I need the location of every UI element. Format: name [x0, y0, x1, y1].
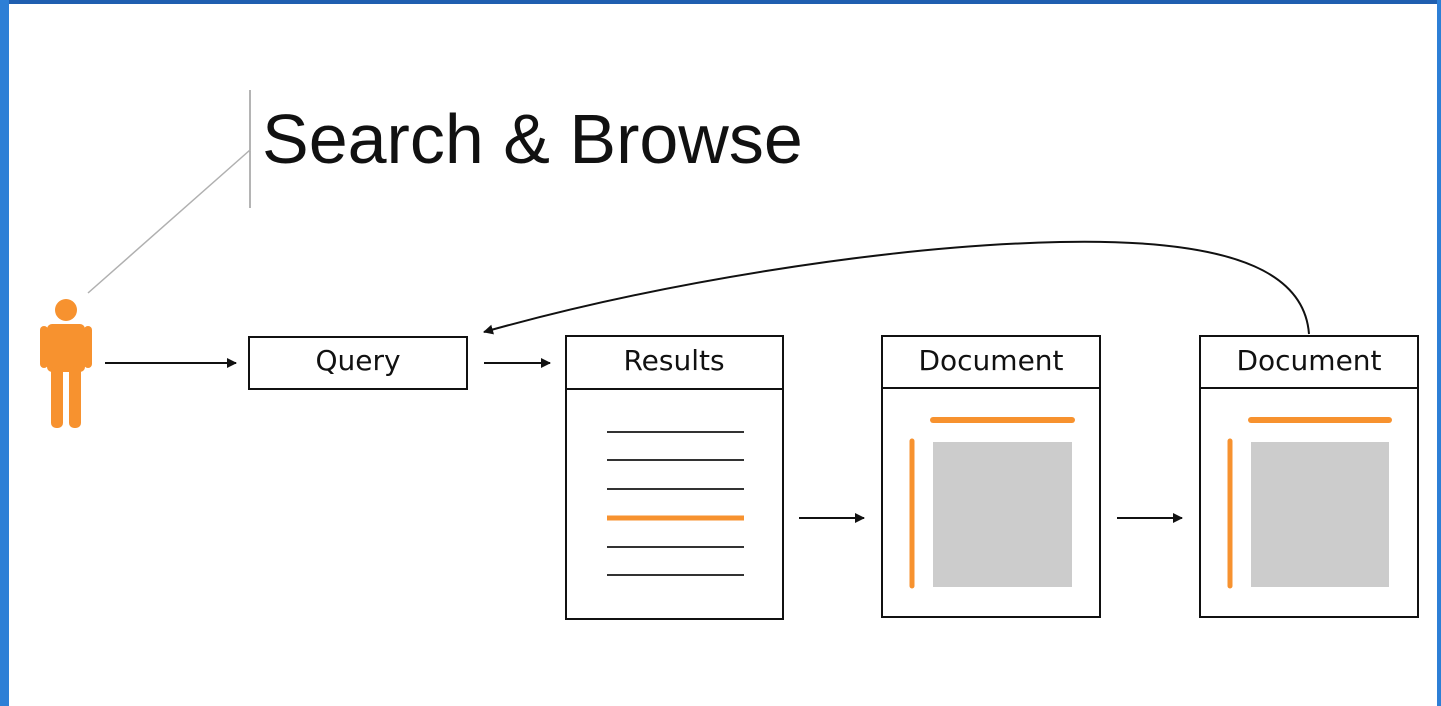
results-box: Results: [565, 335, 784, 620]
results-label: Results: [623, 344, 724, 377]
document-1-label: Document: [918, 344, 1063, 377]
slide-frame-right: [1437, 0, 1441, 706]
document-box-2: Document: [1199, 335, 1419, 618]
slide-frame-top: [0, 0, 1441, 4]
user-icon: [40, 299, 92, 428]
document-content-block: [933, 442, 1072, 587]
slide-frame-left: [0, 0, 9, 706]
document-content-block: [1251, 442, 1389, 587]
result-list-lines: [607, 431, 744, 576]
slide-title: Search & Browse: [262, 100, 803, 178]
title-connector-line: [87, 149, 251, 294]
query-box: Query: [248, 336, 468, 390]
document-2-label: Document: [1236, 344, 1381, 377]
arrow-feedback-loop: [483, 240, 1310, 335]
document-box-1: Document: [881, 335, 1101, 618]
query-label: Query: [315, 344, 400, 377]
